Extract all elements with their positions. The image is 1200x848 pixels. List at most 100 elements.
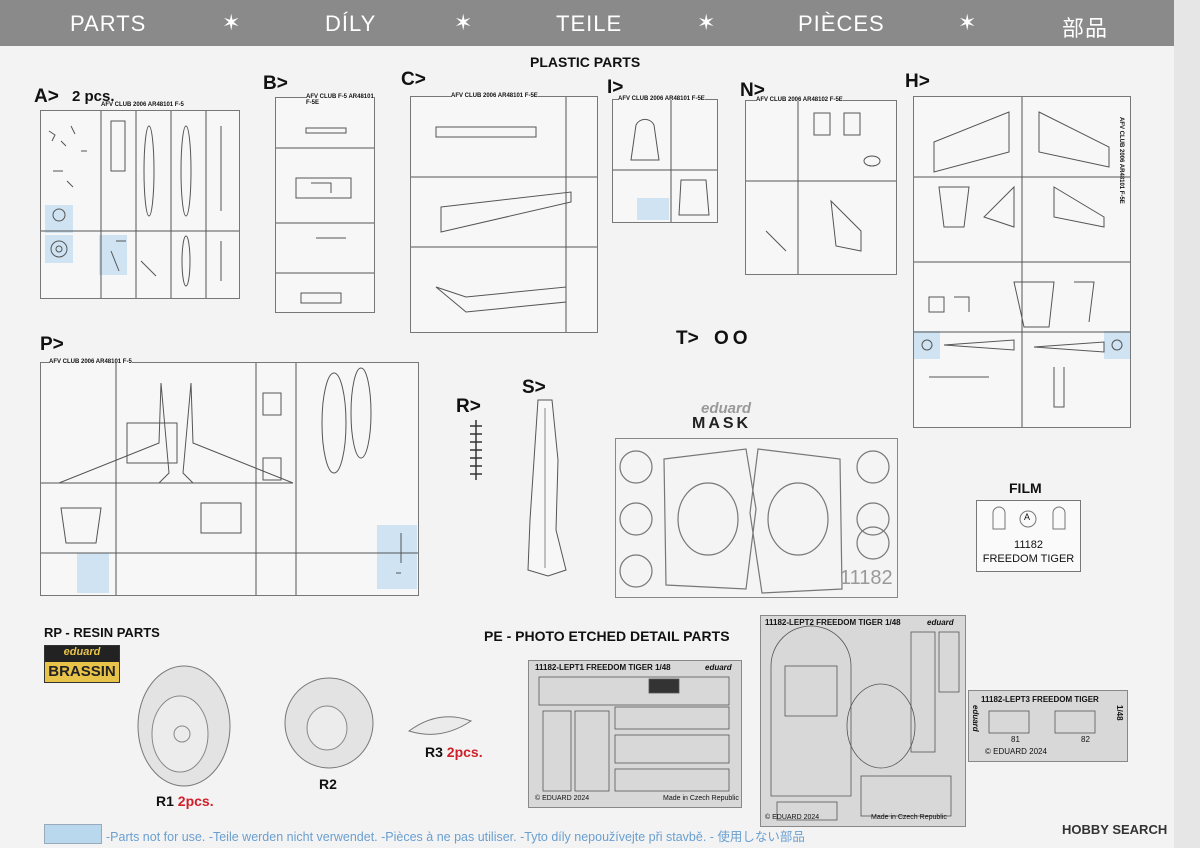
sprue-h-drawing [914, 97, 1130, 427]
film-number: 11182 [1014, 539, 1043, 551]
pe-fret-2-brand: eduard [927, 618, 954, 627]
film-sheet: A 11182 FREEDOM TIGER [976, 500, 1081, 572]
sprue-s-label: S> [522, 377, 546, 398]
pe-fret-1-name: FREEDOM TIGER [586, 663, 653, 672]
film-title: FILM [1009, 480, 1042, 496]
film-drawing [992, 506, 1066, 530]
unused-part-marker [77, 553, 109, 593]
sprue-n-drawing [746, 101, 896, 274]
pe-fret-3-name: FREEDOM TIGER [1032, 695, 1099, 704]
pe-fret-2-header: 11182-LEPT2 FREEDOM TIGER 1/48 [765, 618, 901, 627]
pe-fret-3-num-82: 82 [1081, 735, 1090, 744]
resin-r2-wheel [284, 677, 374, 769]
sprue-c-drawing [411, 97, 597, 332]
resin-r1-id: R1 [156, 793, 174, 809]
header-word-dily: DÍLY [325, 11, 377, 36]
header-word-japanese: 部品 [1062, 16, 1109, 41]
mask-number: 11182 [840, 567, 893, 589]
pe-fret-2-drawing [770, 625, 960, 821]
brassin-logo-bottom: BRASSIN [48, 663, 116, 680]
sprue-i-code: AFV CLUB 2006 AR48101 F-5E [618, 96, 705, 102]
sprue-p-code: AFV CLUB 2006 AR48101 F-5 [49, 359, 132, 365]
pe-fret-1-code: 11182-LEPT1 [535, 663, 584, 672]
resin-title: RP - RESIN PARTS [44, 625, 160, 640]
sprue-i-drawing [613, 100, 717, 222]
sprue-n: AFV CLUB 2006 AR48102 F-5E [745, 97, 897, 275]
sprue-t-label: T> [676, 328, 699, 349]
pe-fret-1-copy: © EDUARD 2024 [535, 795, 590, 802]
pe-fret-3-brand: eduard [971, 705, 980, 732]
pe-fret-1: 11182-LEPT1 FREEDOM TIGER 1/48 eduard © … [528, 660, 742, 808]
sprue-a: AFV CLUB 2006 AR48101 F-5 [40, 102, 240, 299]
brassin-logo-top: eduard [45, 646, 119, 662]
footer-note: -Parts not for use. -Teile werden nicht … [106, 830, 805, 844]
star-icon: ✶ [958, 10, 977, 35]
resin-r3-id: R3 [425, 744, 443, 760]
pe-fret-3-code: 11182-LEPT3 [981, 695, 1030, 704]
pe-fret-1-brand: eduard [705, 663, 732, 672]
mask-sheet: 11182 [615, 438, 898, 598]
sprue-p-drawing [41, 363, 418, 595]
film-mark: A [1024, 512, 1031, 522]
pe-fret-3-num-81: 81 [1011, 735, 1020, 744]
unused-part-marker [914, 331, 940, 359]
pe-fret-1-header: 11182-LEPT1 FREEDOM TIGER 1/48 [535, 663, 671, 672]
sprue-a-code: AFV CLUB 2006 AR48101 F-5 [101, 102, 184, 108]
resin-r3-part [407, 716, 473, 735]
resin-r1-label: R1 2pcs. [156, 793, 214, 809]
unused-part-marker [45, 235, 73, 263]
pe-fret-3-scale: 1/48 [1115, 705, 1124, 721]
sprue-s-drawing [527, 399, 567, 577]
sprue-p-label: P> [40, 334, 64, 355]
unused-part-marker [637, 198, 669, 220]
pe-fret-2-code: 11182-LEPT2 [765, 618, 814, 627]
pe-fret-2-scale: 1/48 [885, 618, 901, 627]
mask-label: MASK [692, 415, 752, 432]
sprue-h-label: H> [905, 71, 930, 92]
sprue-i: AFV CLUB 2006 AR48101 F-5E [612, 96, 718, 223]
mask-brand: eduard [701, 400, 752, 417]
resin-r3-label: R3 2pcs. [425, 744, 483, 760]
header-bar: PARTS ✶ DÍLY ✶ TEILE ✶ PIÈCES ✶ 部品 [0, 0, 1174, 46]
resin-r3-qty: 2pcs. [446, 744, 483, 760]
sprue-r-label: R> [456, 396, 481, 417]
pe-fret-3-drawing [988, 710, 1096, 734]
pe-fret-2-copy: © EDUARD 2024 [765, 814, 820, 821]
watermark: HOBBY SEARCH [1062, 822, 1168, 837]
sprue-c-code: AFV CLUB 2006 AR48101 F-5E [451, 93, 538, 99]
star-icon: ✶ [697, 10, 716, 35]
plastic-parts-title: PLASTIC PARTS [530, 54, 641, 70]
sprue-r-drawing [470, 420, 482, 480]
sprue-n-code: AFV CLUB 2006 AR48102 F-5E [756, 97, 843, 103]
pe-fret-2-name: FREEDOM TIGER [816, 618, 883, 627]
pe-fret-3: 11182-LEPT3 FREEDOM TIGER 1/48 eduard 81… [968, 690, 1128, 762]
sprue-b-label: B> [263, 73, 288, 94]
sprue-h-code: AFV CLUB 2006 AR48101 F-5E [1118, 117, 1124, 204]
header-word-pieces: PIÈCES [798, 11, 885, 36]
unused-part-marker [45, 205, 73, 233]
sprue-b-code: AFV CLUB F-5 AR48101 F-5E [306, 94, 374, 106]
mask-drawing [619, 448, 890, 594]
pe-fret-1-made: Made in Czech Republic [663, 795, 739, 802]
pe-fret-1-scale: 1/48 [655, 663, 671, 672]
resin-r1-wheel [137, 665, 231, 787]
header-word-teile: TEILE [556, 11, 623, 36]
unused-legend-swatch [44, 824, 102, 844]
unused-part-marker [377, 525, 417, 589]
pe-fret-3-copy: © EDUARD 2024 [985, 747, 1047, 756]
sprue-b-drawing [276, 127, 374, 304]
sprue-b: AFV CLUB F-5 AR48101 F-5E [275, 94, 375, 313]
sprue-n-label: N> [740, 80, 765, 101]
pe-fret-2-made: Made in Czech Republic [871, 814, 947, 821]
sprue-a-note: 2 pcs. [72, 88, 115, 105]
sprue-t-shapes: OO [714, 328, 752, 349]
brassin-logo: eduard BRASSIN [44, 645, 120, 683]
sprue-a-drawing [41, 111, 239, 298]
film-name: FREEDOM TIGER [982, 553, 1075, 565]
sprue-p: AFV CLUB 2006 AR48101 F-5 [40, 359, 419, 596]
unused-part-marker [1104, 331, 1130, 359]
resin-r2-label: R2 [319, 776, 337, 792]
sprue-a-label: A> [34, 86, 59, 107]
resin-r1-qty: 2pcs. [177, 793, 214, 809]
